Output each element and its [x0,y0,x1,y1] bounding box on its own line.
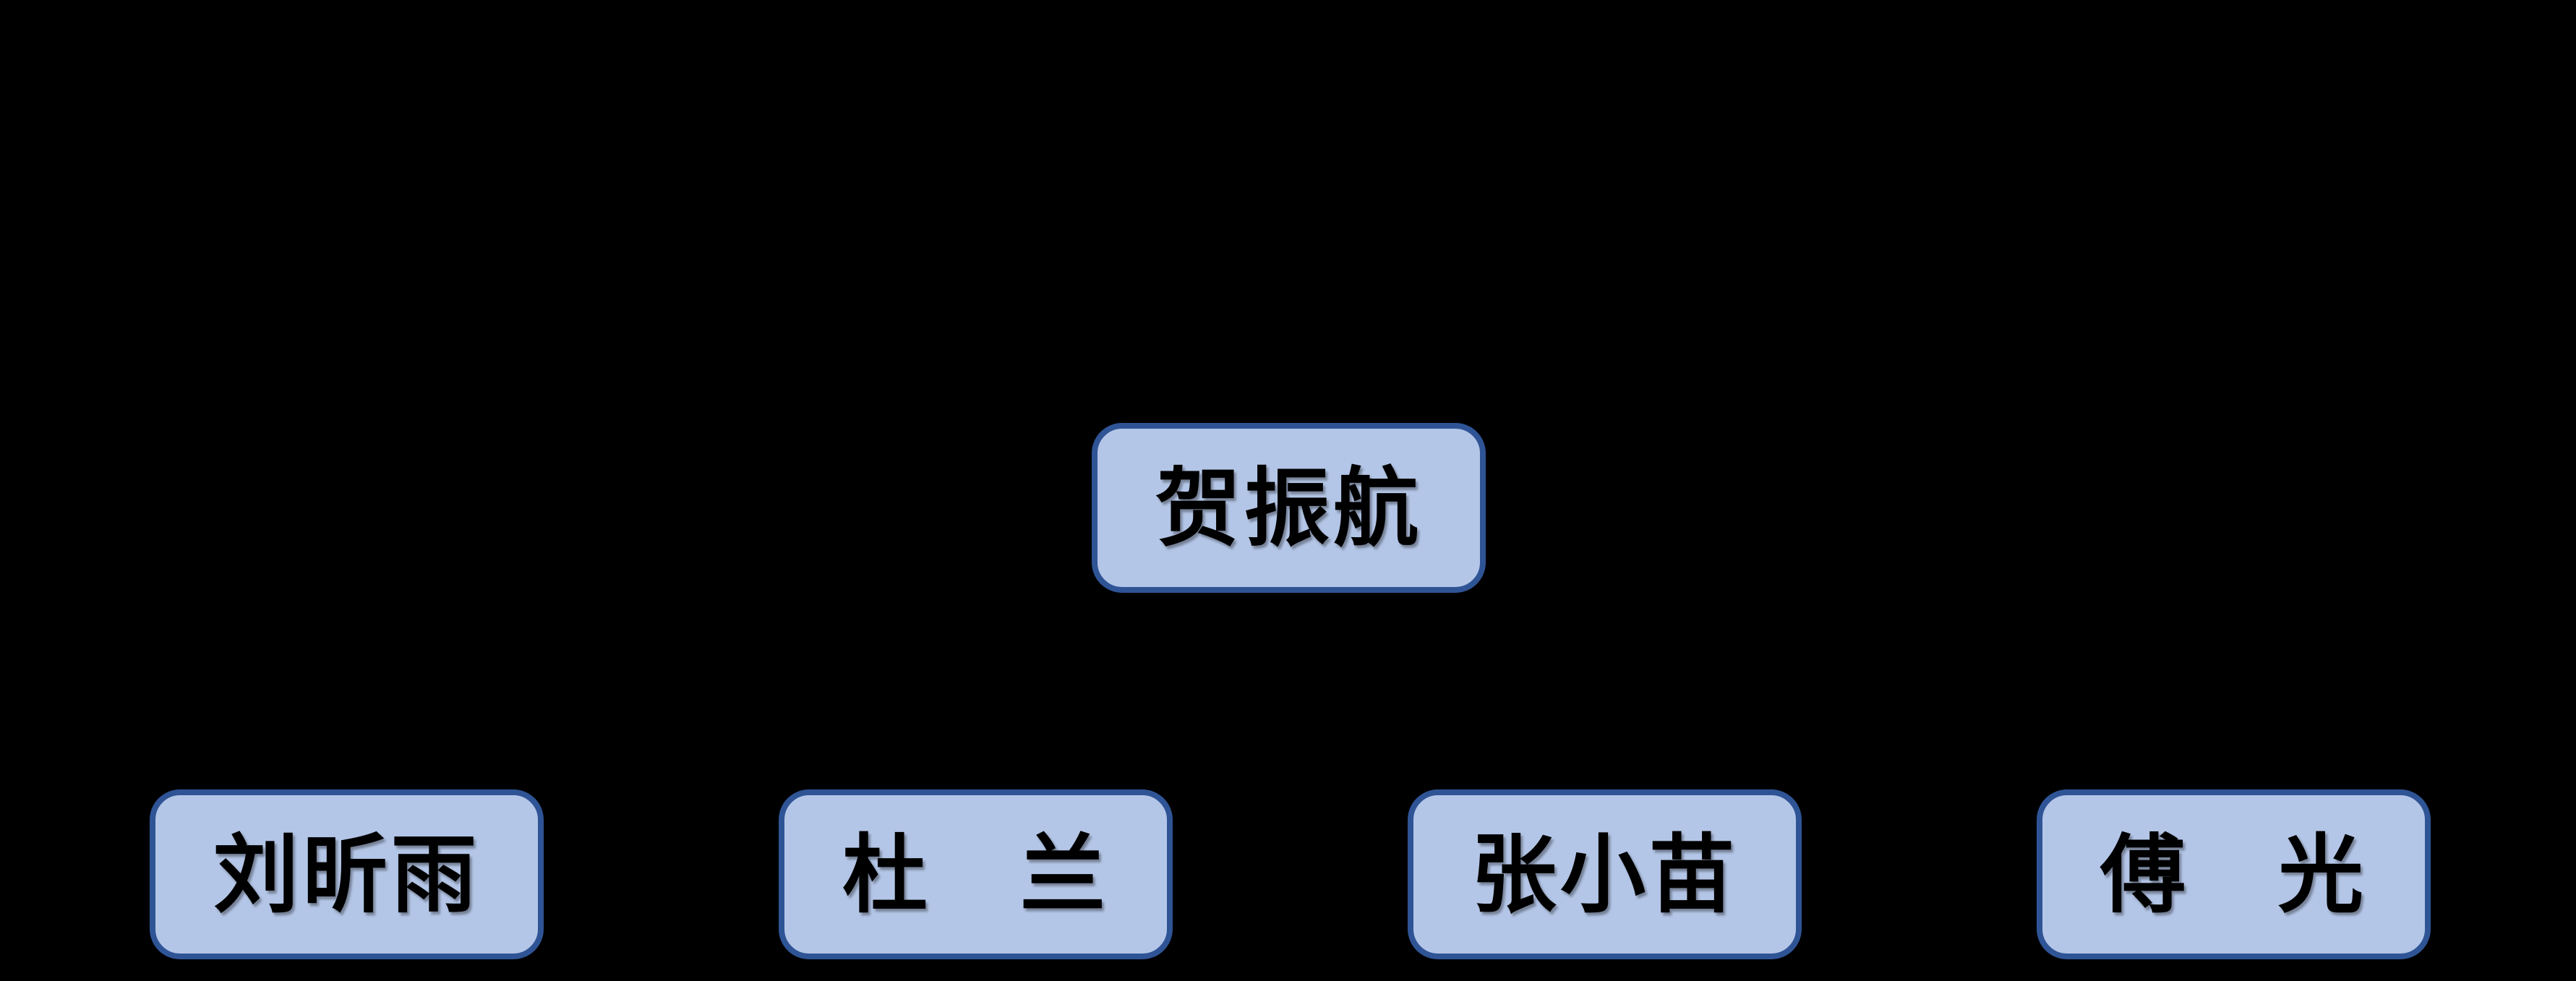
org-node-root-label: 贺振航 [1155,457,1422,558]
org-node-child-1-label: 刘昕雨 [213,823,480,925]
org-node-child-2: 杜 兰 [779,789,1173,959]
org-node-child-3-label: 张小苗 [1471,823,1738,925]
org-node-child-2-label: 杜 兰 [842,823,1109,925]
org-node-child-1: 刘昕雨 [150,789,544,959]
org-node-root: 贺振航 [1092,423,1486,593]
org-node-child-4: 傅 光 [2037,789,2431,959]
org-node-child-3: 张小苗 [1408,789,1802,959]
org-node-child-4-label: 傅 光 [2100,823,2367,925]
